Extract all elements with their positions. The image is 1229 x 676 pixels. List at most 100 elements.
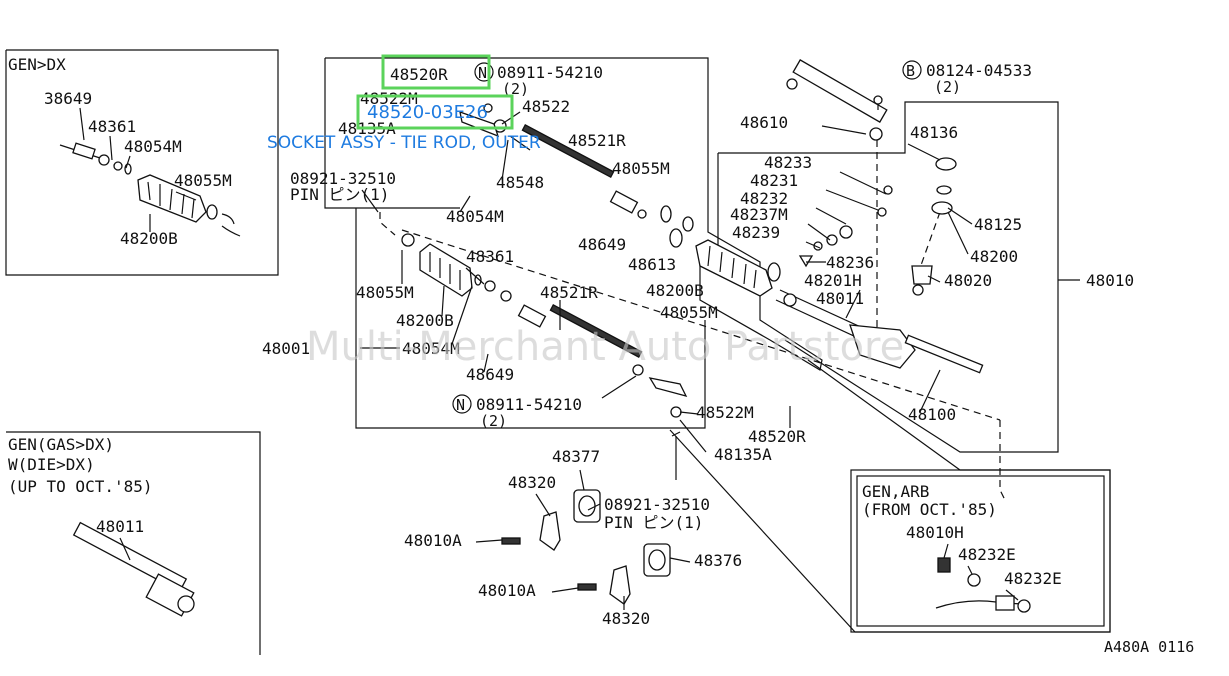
inner-tie-rod-lower [517,303,688,418]
highlight-48520r[interactable]: 48520R [381,54,491,90]
outline-48001 [325,57,823,371]
label-48233: 48233 [764,153,812,172]
box-gen-gas-title: GEN(GAS>DX) [8,435,114,454]
label-48100: 48100 [908,405,956,424]
highlight-48520r-label: 48520R [390,65,448,84]
b-marker-letter: B [906,62,915,80]
label-08911-top: 08911-54210 [497,63,603,82]
label-48010a-b: 48010A [478,581,536,600]
label-48200b-a: 48200B [120,229,178,248]
damper-48610 [786,59,888,141]
label-08124: 08124-04533 [926,61,1032,80]
label-48522m-top: 48522M [360,89,418,108]
outline-48001-lower [355,208,706,429]
label-48237m: 48237M [730,205,788,224]
label-48010a-a: 48010A [404,531,462,550]
box-up-to-oct-title: (UP TO OCT.'85) [8,477,153,496]
label-08911-bot: 08911-54210 [476,395,582,414]
box-w-die-title: W(DIE>DX) [8,455,95,474]
n-marker-top: N [474,62,494,82]
label-48054m-a: 48054M [124,137,182,156]
box-gen-arb-title: GEN,ARB [862,482,929,501]
label-48610: 48610 [740,113,788,132]
outline-48010 [718,101,1059,453]
label-48125: 48125 [974,215,1022,234]
rack-housing-48010 [775,289,984,374]
boot-48200b-mid [660,205,781,297]
label-48522: 48522 [522,97,570,116]
n-marker-top-letter: N [478,64,487,82]
label-48320-b: 48320 [602,609,650,628]
valve-parts-right [798,157,957,296]
b-marker: B [902,60,922,80]
highlight-48520-03e26[interactable]: 48520-03E26 [356,94,514,130]
label-48200: 48200 [970,247,1018,266]
label-48201h: 48201H [804,271,862,290]
label-38649: 38649 [44,89,92,108]
label-48239: 48239 [732,223,780,242]
label-48020: 48020 [944,271,992,290]
label-48011-mid: 48011 [816,289,864,308]
outer-tie-rod-top [459,103,647,219]
boot-48200b-left [137,174,241,237]
box-gen-dx-title: GEN>DX [8,55,66,74]
label-08921-top: 08921-32510 [290,169,396,188]
watermark: Multi-Merchant Auto Partstore [306,324,904,370]
label-48548: 48548 [496,173,544,192]
label-48232e-b: 48232E [1004,569,1062,588]
label-48613: 48613 [628,255,676,274]
arb-parts [935,557,1031,613]
label-48135a-bot: 48135A [714,445,772,464]
rack-end-left-part [59,142,132,175]
label-48200b-b: 48200B [646,281,704,300]
label-48376: 48376 [694,551,742,570]
box-gen-gas: GEN(GAS>DX) W(DIE>DX) (UP TO OCT.'85) [6,431,261,655]
label-48521r-top: 48521R [568,131,626,150]
bracket-48376 [577,543,671,605]
label-08911-bot-qty: (2) [480,412,507,430]
outline-top-left [324,58,460,209]
label-48010: 48010 [1086,271,1134,290]
label-48001: 48001 [262,339,310,358]
label-48522m-bot: 48522M [696,403,754,422]
label-08921-bot: 08921-32510 [604,495,710,514]
label-08911-top-qty: (2) [502,80,529,98]
label-pin-top: PIN ピン(1) [290,185,389,204]
label-48054m-c: 48054M [402,339,460,358]
label-48232: 48232 [740,189,788,208]
label-48236: 48236 [826,253,874,272]
label-48649-top: 48649 [578,235,626,254]
label-48232e-a: 48232E [958,545,1016,564]
bracket-48377 [501,489,601,551]
label-48055m-a: 48055M [174,171,232,190]
label-48361-b: 48361 [466,247,514,266]
label-48521r-mid: 48521R [540,283,598,302]
label-48649-mid: 48649 [466,365,514,384]
part-tooltip: SOCKET ASSY - TIE ROD, OUTER [267,133,541,153]
rack-48011-left [72,521,195,617]
outline-bottom-diag [669,359,1111,633]
box-gen-dx: GEN>DX [5,49,279,276]
label-48377: 48377 [552,447,600,466]
box-from-oct-title: (FROM OCT.'85) [862,500,997,519]
label-48200b-c: 48200B [396,311,454,330]
label-48320-a: 48320 [508,473,556,492]
footer-code: A480A 0116 [1104,638,1194,656]
label-08124-qty: (2) [934,78,961,96]
label-pin-bot: PIN ピン(1) [604,513,703,532]
label-48231: 48231 [750,171,798,190]
label-48055m-c: 48055M [660,303,718,322]
label-48136: 48136 [910,123,958,142]
highlight-48520-03e26-label: 48520-03E26 [367,102,488,123]
label-48055m-b: 48055M [612,159,670,178]
label-48011-left: 48011 [96,517,144,536]
boot-48200b-lower [401,233,512,302]
label-48361-a: 48361 [88,117,136,136]
label-48010h: 48010H [906,523,964,542]
label-48055m-d: 48055M [356,283,414,302]
label-48054m-b: 48054M [446,207,504,226]
label-48520r-bot: 48520R [748,427,806,446]
n-marker-bottom-letter: N [456,396,465,414]
